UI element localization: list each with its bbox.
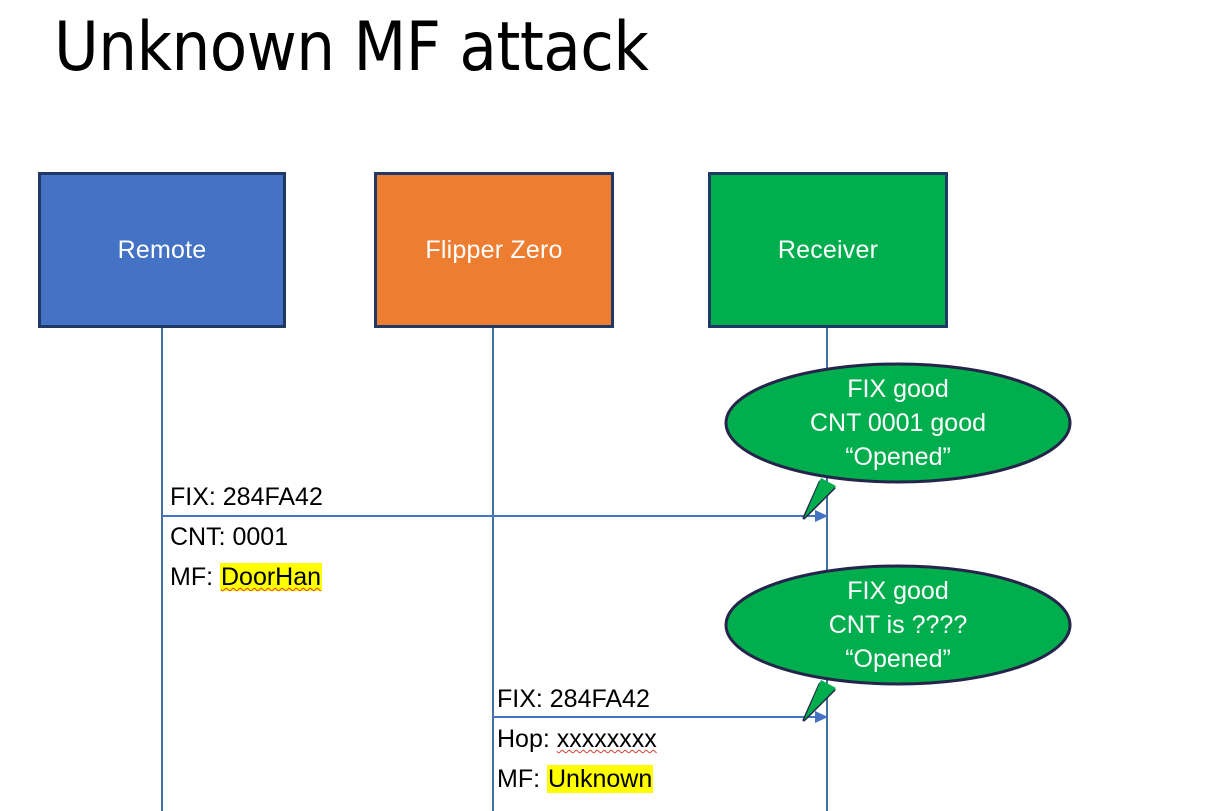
message-2-hop-line: Hop: xxxxxxxx [497,719,657,759]
actor-box-receiver[interactable]: Receiver [708,172,948,328]
actor-label-remote: Remote [117,235,207,264]
callout-shape-1 [724,362,1072,520]
message-2-mf-prefix: MF: [497,765,547,793]
lifeline-receiver [826,327,828,811]
actor-box-flipper[interactable]: Flipper Zero [374,172,614,328]
message-2-body-label: Hop: xxxxxxxx MF: Unknown [497,719,657,799]
message-1-fix-text: FIX: 284FA42 [170,483,323,511]
message-1-cnt-value: 0001 [232,523,289,551]
message-2-mf-value: Unknown [547,765,654,793]
page-title: Unknown MF attack [54,8,649,87]
lifeline-remote [161,327,163,811]
message-1-mf-value: DoorHan [220,563,323,591]
lifeline-flipper [492,327,494,811]
message-1-mf-prefix: MF: [170,563,220,591]
message-1-head-label: FIX: 284FA42 [170,477,323,517]
message-2-head-label: FIX: 284FA42 [497,679,650,719]
callout-shape-2 [724,564,1072,722]
message-1-cnt-line: CNT: 0001 [170,517,322,557]
message-2-fix-text: FIX: 284FA42 [497,685,650,713]
callout-bubble-response-2[interactable]: FIX good CNT is ???? “Opened” [724,564,1072,722]
message-2-hop-prefix: Hop: [497,725,557,753]
message-2-mf-line: MF: Unknown [497,759,657,799]
message-1-mf-line: MF: DoorHan [170,557,323,597]
message-1-cnt-prefix: CNT: [170,523,233,551]
callout-bubble-response-1[interactable]: FIX good CNT 0001 good “Opened” [724,362,1072,520]
message-1-body-label: CNT: 0001 MF: DoorHan [170,517,323,597]
message-arrow-flipper-to-receiver [493,711,828,723]
message-arrow-remote-to-receiver [162,510,828,522]
actor-label-receiver: Receiver [777,235,879,264]
message-2-hop-value: xxxxxxxx [556,725,657,753]
actor-box-remote[interactable]: Remote [38,172,286,328]
actor-label-flipper: Flipper Zero [425,235,563,264]
